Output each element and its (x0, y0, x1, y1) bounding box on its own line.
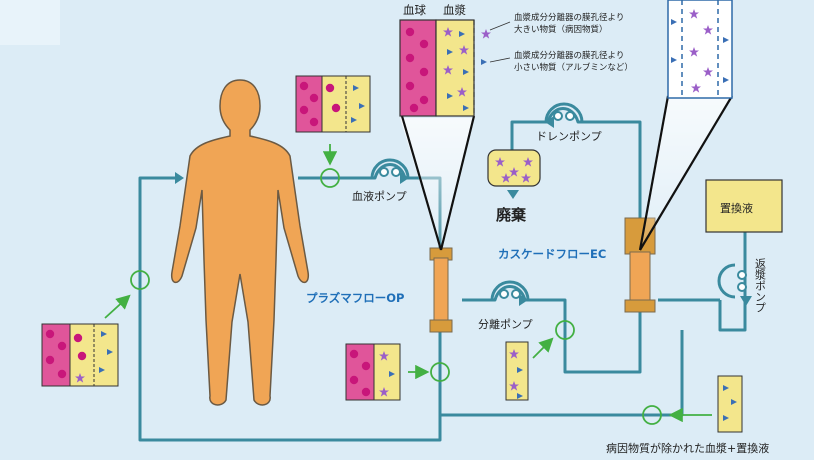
sample-returned-plasma (717, 375, 743, 433)
label-plasma: 血漿 (443, 3, 466, 17)
sample-plasma (505, 341, 529, 401)
zoom-panel-fractionator (667, 0, 733, 99)
flow-arrow-in (175, 172, 184, 184)
sample-blood-return (345, 343, 401, 401)
flow-arrow-return (740, 296, 752, 306)
replacement-fluid-box (705, 179, 783, 233)
label-large-substance: 血漿成分分離器の膜孔径より (514, 12, 624, 23)
flow-arrow-sep (519, 294, 528, 306)
zoom-beam-left (400, 118, 474, 250)
separation-pump-icon (490, 280, 530, 301)
sample-whole-blood-top (295, 75, 371, 133)
label-small-substance-2: 小さい物質（アルブミンなど） (514, 62, 633, 73)
label-waste: 廃棄 (496, 206, 527, 224)
blood-pump-icon (370, 158, 410, 179)
flow-arrow-blood (400, 172, 409, 184)
flow-arrow-waste (507, 190, 519, 199)
label-small-substance: 血漿成分分離器の膜孔径より (514, 50, 624, 61)
label-separation-pump: 分離ポンプ (478, 317, 533, 331)
flow-arrow-drain (545, 116, 554, 128)
label-return-pump: 返漿ポンプ (754, 258, 767, 313)
label-blood-cells: 血球 (403, 3, 426, 17)
label-large-substance-2: 大きい物質（病因物質） (514, 24, 608, 35)
label-cascadeflo: カスケードフローEC (498, 247, 606, 261)
zoom-panel-separator (399, 19, 491, 117)
return-pump-icon (717, 263, 747, 299)
green-arrows (104, 144, 712, 423)
human-body (170, 79, 310, 406)
label-bottom-caption: 病因物質が除かれた血漿+置換液 (606, 441, 769, 455)
label-replacement-fluid: 置換液 (720, 201, 753, 215)
plasmaflo-filter (429, 247, 453, 333)
background-patch (0, 0, 60, 45)
label-blood-pump: 血液ポンプ (352, 189, 407, 203)
waste-container (487, 149, 541, 187)
label-drain-pump: ドレンポンプ (536, 130, 602, 143)
sampling-rings (130, 168, 662, 425)
drain-pump-icon (544, 102, 584, 123)
label-plasmaflo: プラズマフローOP (306, 291, 404, 305)
sample-whole-blood-left (41, 323, 119, 387)
